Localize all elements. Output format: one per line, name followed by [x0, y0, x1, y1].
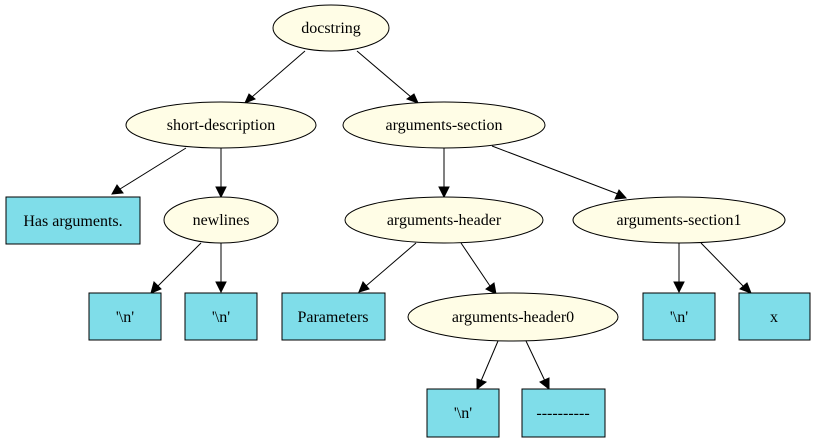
- node-short-description: short-description: [125, 101, 317, 149]
- edge-arrowhead: [405, 93, 419, 104]
- edge-arrowhead: [244, 93, 256, 104]
- edge-arrowhead: [215, 186, 227, 199]
- node-label: arguments-header: [387, 212, 502, 229]
- leaf-label: '\n': [670, 309, 688, 326]
- node-label: arguments-section1: [616, 212, 741, 229]
- leaf-label: '\n': [116, 309, 134, 326]
- edge-arrowhead: [485, 282, 497, 295]
- node-label: newlines: [193, 212, 250, 229]
- edge-arrowhead: [614, 189, 628, 200]
- leaf-newline-token-2: '\n': [184, 292, 258, 341]
- edge-docstring-arguments-section: [356, 50, 412, 98]
- edge-arrowhead: [438, 186, 450, 199]
- node-label: short-description: [167, 117, 275, 134]
- node-newlines: newlines: [163, 196, 279, 244]
- leaf-label: ----------: [536, 405, 589, 422]
- leaf-label: x: [770, 309, 778, 326]
- leaf-section1-newline-token: '\n': [642, 292, 716, 341]
- edge-arguments-section1-x: [700, 242, 745, 288]
- node-arguments-header0: arguments-header0: [407, 292, 619, 342]
- edge-arrowhead: [215, 281, 227, 294]
- edge-arrowhead: [150, 281, 162, 294]
- edge-arguments-header0-dashes: [525, 340, 546, 382]
- node-arguments-section: arguments-section: [342, 101, 546, 149]
- edge-arguments-section-arguments-section1: [491, 145, 619, 195]
- edge-arrowhead: [476, 378, 488, 391]
- node-label: arguments-header0: [452, 309, 574, 326]
- edge-arguments-header-arguments-header0: [460, 242, 491, 287]
- tree-edges: [111, 50, 752, 391]
- leaf-label: Parameters: [297, 309, 368, 326]
- edge-arrowhead: [673, 281, 685, 294]
- leaf-label: Has arguments.: [23, 213, 122, 230]
- edge-arrowhead: [739, 282, 752, 294]
- edge-arrowhead: [539, 377, 550, 391]
- edge-docstring-short-description: [251, 50, 306, 98]
- leaf-has-arguments: Has arguments.: [5, 196, 141, 245]
- leaf-label: '\n': [454, 405, 472, 422]
- edge-arguments-header0-token: [480, 340, 499, 382]
- node-arguments-header: arguments-header: [344, 196, 544, 244]
- edge-arguments-header-parameters: [365, 242, 417, 287]
- leaf-parameters: Parameters: [281, 292, 386, 341]
- leaf-header0-newline-token: '\n': [426, 388, 500, 438]
- leaf-x: x: [738, 292, 811, 341]
- node-label: arguments-section: [385, 117, 502, 134]
- leaf-label: '\n': [212, 309, 230, 326]
- edge-short-description-has-arguments: [119, 147, 187, 190]
- edge-newlines-token-1: [156, 242, 202, 288]
- edge-arrowhead: [111, 184, 124, 195]
- leaf-dashes: ----------: [521, 388, 606, 438]
- edge-arrowhead: [358, 281, 370, 293]
- node-docstring: docstring: [272, 4, 390, 52]
- leaf-newline-token-1: '\n': [88, 292, 162, 341]
- node-arguments-section1: arguments-section1: [572, 196, 786, 244]
- node-label: docstring: [301, 20, 361, 37]
